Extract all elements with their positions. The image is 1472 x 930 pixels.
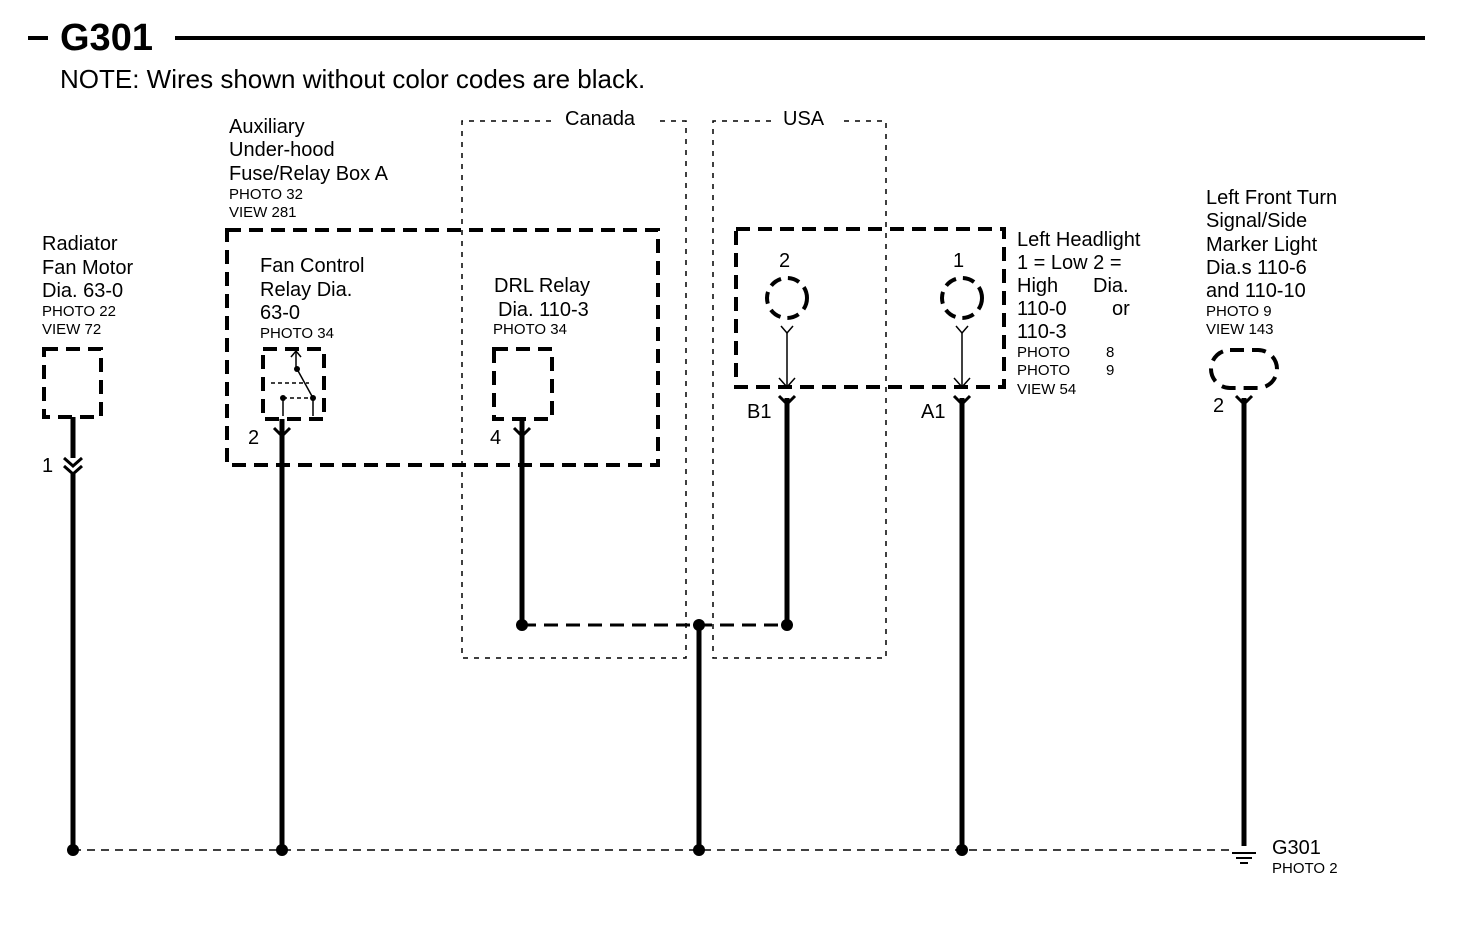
- high-beam-bulb-icon: [765, 276, 809, 320]
- drl-headlight-splice: [516, 619, 793, 850]
- aux-label-3: Fuse/Relay Box A: [229, 163, 389, 185]
- radiator-photo: PHOTO 22: [42, 303, 116, 320]
- usa-label: USA: [783, 108, 825, 130]
- canada-region: Canada: [461, 108, 687, 659]
- aux-box-outline: [225, 228, 660, 467]
- drl-label-1: DRL Relay: [494, 275, 590, 297]
- headlight-photo-2-num: 9: [1106, 362, 1114, 379]
- headlight-pin-low: 1: [953, 250, 964, 272]
- radiator-label-2: Fan Motor: [42, 257, 133, 279]
- turn-photo: PHOTO 9: [1206, 303, 1272, 320]
- radiator-fan-motor: Radiator Fan Motor Dia. 63-0 PHOTO 22 VI…: [42, 233, 133, 850]
- headlight-label-2: 1 = Low 2 =: [1017, 252, 1122, 274]
- radiator-pin: 1: [42, 455, 53, 477]
- fan-relay-pin: 2: [248, 427, 259, 449]
- turn-label-5: and 110-10: [1206, 280, 1306, 302]
- headlight-photo-1: PHOTO: [1017, 344, 1070, 361]
- aux-photo: PHOTO 32: [229, 186, 303, 203]
- headlight-view: VIEW 54: [1017, 381, 1076, 398]
- turn-pin: 2: [1213, 395, 1224, 417]
- radiator-fan-motor-box: [42, 347, 103, 419]
- turn-label-3: Marker Light: [1206, 234, 1318, 256]
- fan-relay-label-3: 63-0: [260, 302, 300, 324]
- turn-signal-bulb-icon: [1209, 348, 1279, 390]
- canada-label: Canada: [565, 108, 636, 130]
- fan-relay-label-1: Fan Control: [260, 255, 365, 277]
- turn-view: VIEW 143: [1206, 321, 1274, 338]
- aux-label-1: Auxiliary: [229, 116, 305, 138]
- ground-bus: G301 PHOTO 2: [67, 837, 1338, 877]
- headlight-photo-2: PHOTO: [1017, 362, 1070, 379]
- headlight-label-7: 110-3: [1017, 321, 1067, 343]
- aux-label-2: Under-hood: [229, 139, 335, 161]
- ground-splice-dot: [276, 844, 288, 856]
- left-headlight: 2 1 B1 A1 Left Headlight 1 = Low 2 = Hig…: [734, 227, 1141, 850]
- headlight-label-1: Left Headlight: [1017, 229, 1141, 251]
- turn-label-4: Dia.s 110-6: [1206, 257, 1307, 279]
- drl-relay-box: [492, 347, 554, 421]
- headlight-label-5: 110-0: [1017, 298, 1067, 320]
- b1-splice-dot: [781, 619, 793, 631]
- fan-relay-photo: PHOTO 34: [260, 325, 334, 342]
- radiator-label-3: Dia. 63-0: [42, 280, 123, 302]
- wire-color-note: NOTE: Wires shown without color codes ar…: [60, 64, 645, 94]
- radiator-view: VIEW 72: [42, 321, 101, 338]
- turn-label-1: Left Front Turn: [1206, 187, 1337, 209]
- headlight-label-6: or: [1112, 298, 1130, 320]
- headlight-box: [734, 227, 1006, 389]
- high-beam-arrow-icon: [778, 377, 796, 389]
- a1-label: A1: [921, 401, 945, 423]
- diagram-title: G301: [60, 17, 153, 59]
- headlight-label-4: Dia.: [1093, 275, 1129, 297]
- fan-control-relay: Fan Control Relay Dia. 63-0 PHOTO 34 2: [248, 255, 365, 850]
- radiator-connector-icon: [63, 456, 83, 477]
- drl-splice-dot: [516, 619, 528, 631]
- low-beam-bulb-icon: [940, 276, 984, 320]
- usa-region: USA: [712, 108, 887, 659]
- ground-splice-dot: [693, 844, 705, 856]
- drl-label-2: Dia. 110-3: [498, 299, 589, 321]
- ground-photo: PHOTO 2: [1272, 860, 1338, 877]
- drl-pin: 4: [490, 427, 501, 449]
- left-front-turn-signal: Left Front Turn Signal/Side Marker Light…: [1206, 187, 1337, 846]
- aux-fuse-relay-box: Auxiliary Under-hood Fuse/Relay Box A PH…: [225, 116, 660, 467]
- fan-relay-label-2: Relay Dia.: [260, 279, 352, 301]
- aux-view: VIEW 281: [229, 204, 297, 221]
- drl-photo: PHOTO 34: [493, 321, 567, 338]
- ground-splice-dot: [67, 844, 79, 856]
- headlight-photo-1-num: 8: [1106, 344, 1114, 361]
- headlight-label-3: High: [1017, 275, 1058, 297]
- low-beam-terminal-icon: [955, 325, 969, 335]
- ground-symbol-icon: [1232, 852, 1256, 864]
- low-beam-arrow-icon: [953, 377, 971, 389]
- turn-label-2: Signal/Side: [1206, 210, 1307, 232]
- headlight-pin-high: 2: [779, 250, 790, 272]
- relay-switch-icon: [271, 349, 316, 416]
- fan-relay-box: [261, 347, 326, 421]
- b1-label: B1: [747, 401, 771, 423]
- ground-splice-dot: [956, 844, 968, 856]
- high-beam-terminal-icon: [780, 325, 794, 335]
- ground-label: G301: [1272, 837, 1321, 859]
- radiator-label-1: Radiator: [42, 233, 118, 255]
- drl-relay: DRL Relay Dia. 110-3 PHOTO 34 4: [490, 275, 590, 625]
